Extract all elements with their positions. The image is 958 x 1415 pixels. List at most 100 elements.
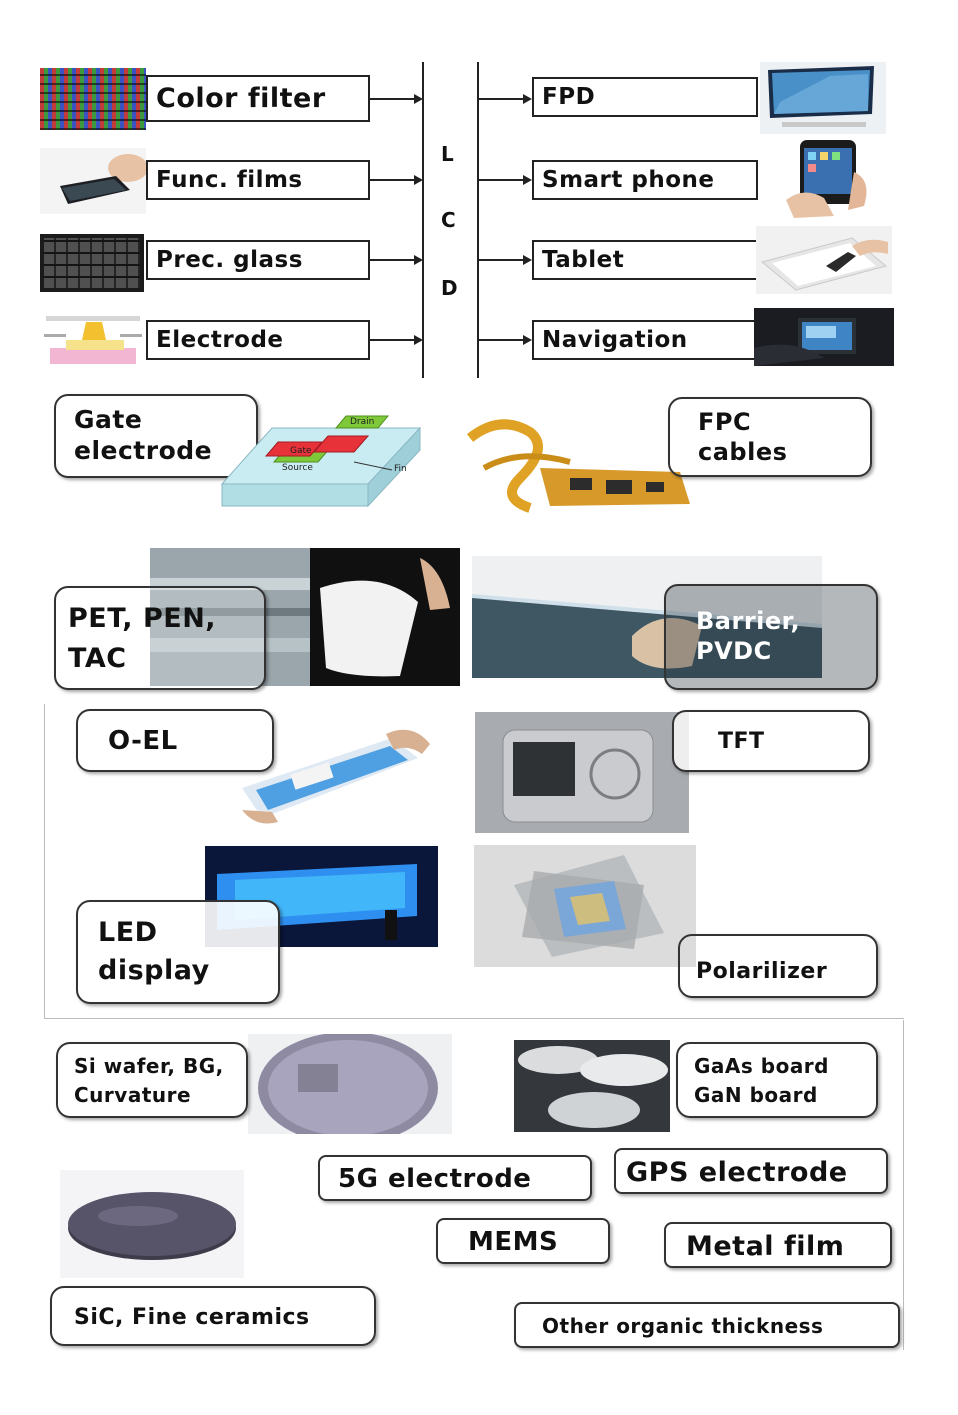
color-filter-box: Color filter [146,75,370,122]
prec-glass-label: Prec. glass [156,247,303,273]
lcd-letter-c: C [441,208,456,232]
tablet-label: Tablet [542,247,625,273]
fpd-tv-image [760,62,886,134]
pet-pen-tac-line-1: PET, PEN, [68,603,217,634]
color-filter-image [40,68,146,130]
other-organic-thickness-label: Other organic thickness [542,1314,824,1338]
polarizer-image [474,845,696,967]
gps-electrode-label: GPS electrode [626,1157,848,1188]
arrow-func-films [370,179,414,181]
sic-fine-ceramics-box: SiC, Fine ceramics [50,1286,376,1346]
electrode-box: Electrode [146,320,370,360]
si-wafer-box: Si wafer, BG, Curvature [56,1042,248,1118]
func-films-label: Func. films [156,167,303,193]
led-display-line-2: display [98,954,210,986]
tablet-image [756,226,892,294]
si-wafer-line-1: Si wafer, BG, [74,1054,224,1078]
arrow-tablet [479,259,523,261]
gate-electrode-line-2: electrode [74,436,213,466]
5g-electrode-box: 5G electrode [318,1155,592,1201]
sic-disk-image [60,1170,244,1278]
transistor-gate-text: Gate [290,446,312,456]
prec-glass-box: Prec. glass [146,240,370,280]
fpc-cables-box: FPC cables [668,397,872,477]
lcd-letter-d: D [441,276,458,300]
led-display-line-1: LED [98,917,158,948]
arrow-electrode [370,339,414,341]
fpc-cables-line-2: cables [698,438,788,466]
fpc-cable-image [460,408,696,522]
arrow-color-filter [370,98,414,100]
other-organic-thickness-box: Other organic thickness [514,1302,900,1348]
arrowhead-color-filter [414,94,423,104]
transistor-source-text: Source [282,463,313,473]
arrow-navigation [479,339,523,341]
transistor-fin-text: Fin [394,464,407,474]
si-wafer-line-2: Curvature [74,1083,192,1107]
func-films-image [40,148,146,214]
si-wafer-image [248,1034,452,1134]
mems-label: MEMS [468,1227,559,1257]
polarilizer-box: Polarilizer [678,934,878,998]
smart-phone-box: Smart phone [532,160,758,200]
arrow-prec-glass [370,259,414,261]
gps-electrode-box: GPS electrode [614,1148,888,1194]
fpd-box: FPD [532,77,758,117]
sic-fine-ceramics-label: SiC, Fine ceramics [74,1305,310,1330]
oel-box: O-EL [76,709,274,772]
tft-device-image [475,712,689,833]
arrowhead-smart-phone [523,175,532,185]
tablet-box: Tablet [532,240,758,280]
electrode-label: Electrode [156,327,284,353]
arrowhead-prec-glass [414,255,423,265]
display-section-divider [44,704,45,1018]
arrow-fpd [479,98,523,100]
mems-box: MEMS [436,1218,610,1264]
gaas-wafer-image [514,1040,670,1132]
smart-phone-image [764,136,880,220]
lcd-letter-l: L [441,142,454,166]
smart-phone-label: Smart phone [542,167,715,193]
tft-box: TFT [672,710,870,772]
pet-film-image [150,548,460,686]
barrier-film-image [472,556,822,678]
semiconductor-top-divider [44,1018,904,1019]
fpd-label: FPD [542,84,596,110]
gaas-gan-box: GaAs board GaN board [676,1042,878,1118]
oel-label: O-EL [108,726,178,756]
arrowhead-electrode [414,335,423,345]
barrier-pvdc-line-2: PVDC [696,637,772,665]
pet-pen-tac-box: PET, PEN, TAC [54,586,266,690]
5g-electrode-label: 5G electrode [338,1164,532,1194]
gate-electrode-box: Gate electrode [54,394,258,478]
barrier-pvdc-box: Barrier, PVDC [664,584,878,690]
arrowhead-fpd [523,94,532,104]
lcd-left-bus [422,62,424,378]
polarilizer-label: Polarilizer [696,959,828,984]
barrier-pvdc-line-1: Barrier, [696,607,801,635]
gaas-line: GaAs board [694,1054,829,1078]
transistor-diagram: Gate Drain Source Fin [218,400,424,512]
gate-electrode-line-1: Gate [74,405,143,434]
func-films-box: Func. films [146,160,370,200]
color-filter-label: Color filter [156,83,326,114]
arrowhead-tablet [523,255,532,265]
navigation-image [754,308,894,366]
semiconductor-right-divider [903,1020,904,1350]
arrowhead-navigation [523,335,532,345]
lcd-right-bus [477,62,479,378]
metal-film-box: Metal film [664,1222,892,1268]
metal-film-label: Metal film [686,1231,845,1262]
electrode-diagram-image [40,312,146,368]
prec-glass-image [40,234,144,292]
arrow-smart-phone [479,179,523,181]
arrowhead-func-films [414,175,423,185]
navigation-box: Navigation [532,320,758,360]
tft-label: TFT [718,729,765,754]
pet-pen-tac-line-2: TAC [68,642,127,674]
navigation-label: Navigation [542,327,688,353]
transistor-drain-text: Drain [350,417,375,427]
gan-line: GaN board [694,1083,818,1107]
fpc-cables-line-1: FPC [698,408,752,436]
led-display-box: LED display [76,900,280,1004]
